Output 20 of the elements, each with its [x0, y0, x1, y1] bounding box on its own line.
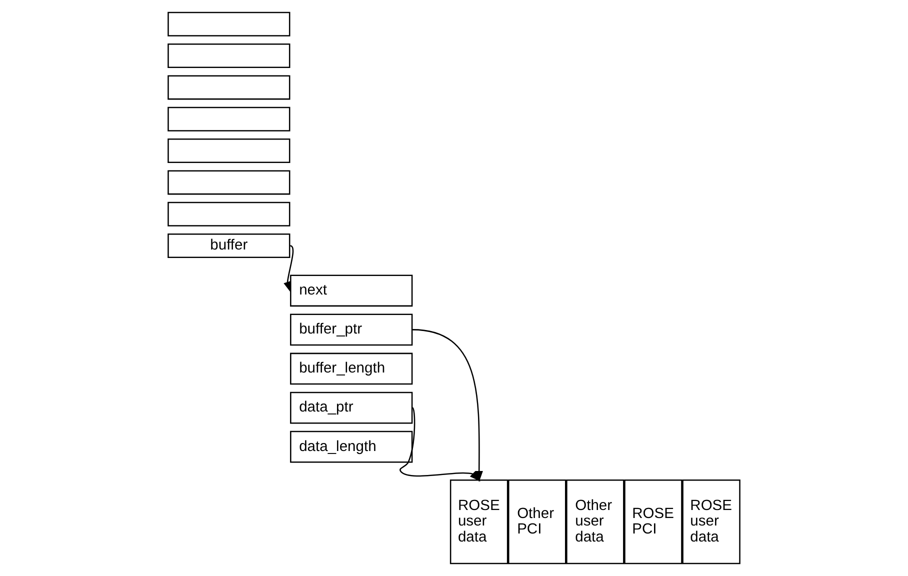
- node-box: data_length: [290, 430, 413, 463]
- node-box: [168, 106, 290, 132]
- arrow: [400, 407, 480, 482]
- node-box: buffer: [168, 234, 290, 258]
- node-box: Other user data: [566, 479, 624, 564]
- node-box: Other PCI: [508, 479, 566, 564]
- node-box: ROSE PCI: [624, 479, 682, 564]
- node-box: next: [290, 274, 413, 307]
- node-box: [168, 75, 290, 100]
- node-box: [168, 202, 290, 226]
- node-box: [168, 170, 290, 195]
- node-box: [168, 12, 290, 36]
- node-box: buffer_ptr: [290, 314, 413, 346]
- node-box: [168, 44, 290, 68]
- node-box: [168, 138, 290, 164]
- node-box: ROSE user data: [682, 479, 740, 564]
- arrow: [284, 245, 294, 292]
- node-box: buffer_length: [290, 352, 413, 385]
- node-box: ROSE user data: [450, 479, 508, 564]
- node-box: data_ptr: [290, 392, 413, 424]
